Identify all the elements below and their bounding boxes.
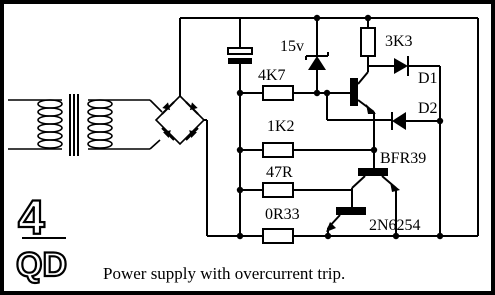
resistor-4k7: [240, 85, 347, 101]
label-0r33: 0R33: [265, 206, 300, 223]
label-47r: 47R: [266, 164, 293, 181]
label-bfr39: BFR39: [380, 150, 426, 167]
resistor-0r33: [262, 228, 478, 244]
primary-winding: [8, 99, 63, 150]
resistor-1k2: [240, 120, 375, 165]
bridge-rectifier: [149, 18, 263, 237]
label-1k2: 1K2: [267, 118, 295, 135]
junction-dots: [236, 14, 444, 240]
bfr39-transistor: [351, 165, 400, 236]
resistor-47r: [240, 182, 353, 207]
label-d1: D1: [418, 70, 438, 87]
logo-bottom: QD: [16, 246, 67, 284]
resistor-3k3: [360, 18, 392, 67]
label-3k3: 3K3: [385, 33, 413, 50]
pass-transistor: [347, 66, 376, 120]
transformer-core: [69, 94, 79, 156]
label-d2: D2: [418, 100, 438, 117]
transformer: [8, 94, 150, 156]
label-4k7: 4K7: [258, 67, 286, 84]
label-2n6254: 2N6254: [369, 217, 421, 234]
label-zener: 15v: [280, 38, 304, 55]
logo-top: 4: [18, 192, 45, 245]
zener-diode: [305, 18, 329, 93]
4qd-logo: 4 QD: [15, 191, 68, 285]
diode-d1: [392, 56, 441, 236]
secondary-winding: [87, 99, 150, 150]
diagram-caption: Power supply with overcurrent trip.: [103, 264, 345, 283]
diode-d2: [326, 93, 440, 130]
